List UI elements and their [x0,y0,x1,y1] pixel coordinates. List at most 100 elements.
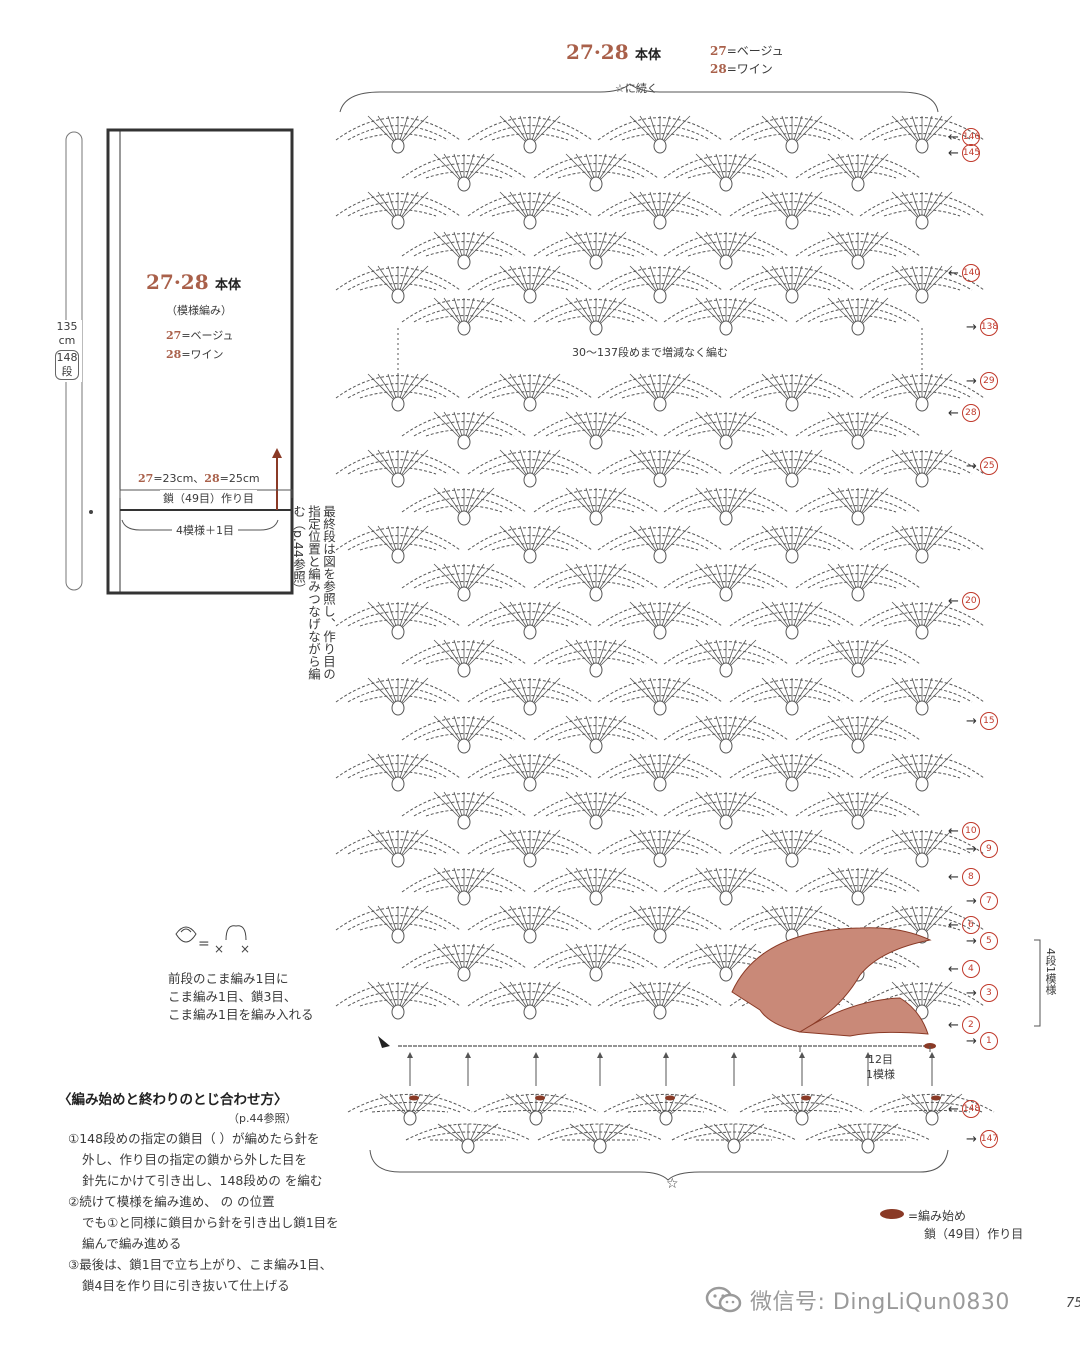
fan-arc [371,1109,449,1113]
fan-arc [819,249,897,257]
fan-spoke [695,297,727,329]
arrow-right-icon: → [966,1033,977,1049]
picot [851,738,865,754]
row-number: 10 [961,822,980,840]
fan-spoke [595,943,627,975]
fan-arc [537,1123,663,1141]
fan-spoke [725,153,757,185]
fan-spoke [529,677,561,709]
start-note-sub: 鎖（49目）作り目 [924,1227,1024,1241]
fan-arc [557,249,635,257]
fan-spoke [629,115,661,147]
fan-spoke [629,601,661,633]
fan-arc [753,847,831,855]
row-number: 4 [961,960,980,978]
fan-spoke [827,297,859,329]
repeat-width: 12目 1模様 [866,1052,895,1082]
fan-spoke [629,191,661,223]
arrow-right-icon: → [966,985,977,1001]
fan-spoke [857,639,889,671]
fan-spoke [433,231,465,263]
picot [523,472,537,488]
fan-arc [425,249,503,257]
fan-spoke [629,265,661,297]
row-label-2: ←2 [948,1016,980,1034]
length-rows-unit: 段 [61,365,73,378]
fan-arc [425,429,503,437]
picot [589,890,603,906]
fan-spoke [891,265,923,297]
fan-spoke [695,231,727,263]
arrow-right-icon: → [966,713,977,729]
fan-spoke [595,411,627,443]
fan-spoke [857,487,889,519]
fan-spoke [695,563,727,595]
fan-arc [359,847,437,855]
fan-spoke [463,153,495,185]
fan-arc [557,961,635,969]
fan-spoke [595,563,627,595]
picot [523,776,537,792]
fan-arc [491,543,569,551]
fan-arc [819,429,897,437]
arrow-right-icon: → [966,458,977,474]
picot [915,548,929,564]
fan-spoke [725,487,757,519]
joining-line: ①148段めの指定の鎖目（ ）が編めたら針を [68,1131,320,1146]
fan-spoke [659,981,691,1013]
fan-spoke [499,905,531,937]
fan-arc [753,209,831,217]
arrow-left-icon: ← [948,823,959,839]
fan-spoke [463,487,495,519]
fan-spoke [791,265,823,297]
fan-spoke [463,943,495,975]
row-label-25: →25 [966,457,998,475]
fan-arc [425,885,503,893]
row-label-28: ←28 [948,404,980,422]
fan-arc [883,543,961,551]
fan-spoke [499,373,531,405]
fan-spoke [595,715,627,747]
picot [851,254,865,270]
picot [589,320,603,336]
picot [457,434,471,450]
fan-spoke [367,905,399,937]
fan-spoke [397,753,429,785]
fan-spoke [761,829,793,861]
picot [851,176,865,192]
fan-arc [621,209,699,217]
page-number: 75 [1066,1296,1080,1311]
picot [851,586,865,602]
join-arrowhead [465,1052,471,1058]
fan-spoke [891,905,923,937]
fan-spoke [891,191,923,223]
fan-spoke [397,525,429,557]
picot [851,434,865,450]
fan-spoke [463,867,495,899]
fan-arc [883,467,961,475]
picot [915,624,929,640]
fan-spoke [629,449,661,481]
fan-spoke [499,115,531,147]
fan-spoke [891,449,923,481]
row-label-15: →15 [966,712,998,730]
fan-spoke [761,191,793,223]
picot [915,852,929,868]
fan-arc [753,543,831,551]
fan-spoke [529,981,561,1013]
model-number: 27·28 [566,40,629,64]
fan-spoke [857,563,889,595]
fan-spoke [397,373,429,405]
joining-line: 鎖4目を作り目に引き抜いて仕上げる [82,1278,290,1293]
start-mark [409,1095,419,1101]
fan-arc [671,1123,797,1141]
fan-spoke [463,297,495,329]
fan-spoke [857,715,889,747]
picot [719,890,733,906]
join-arrowhead [929,1052,935,1058]
fan-arc [405,1123,531,1141]
vertical-repeat: 4段1模様 [1044,948,1057,995]
picot [457,814,471,830]
color-name: =ワイン [726,62,773,76]
